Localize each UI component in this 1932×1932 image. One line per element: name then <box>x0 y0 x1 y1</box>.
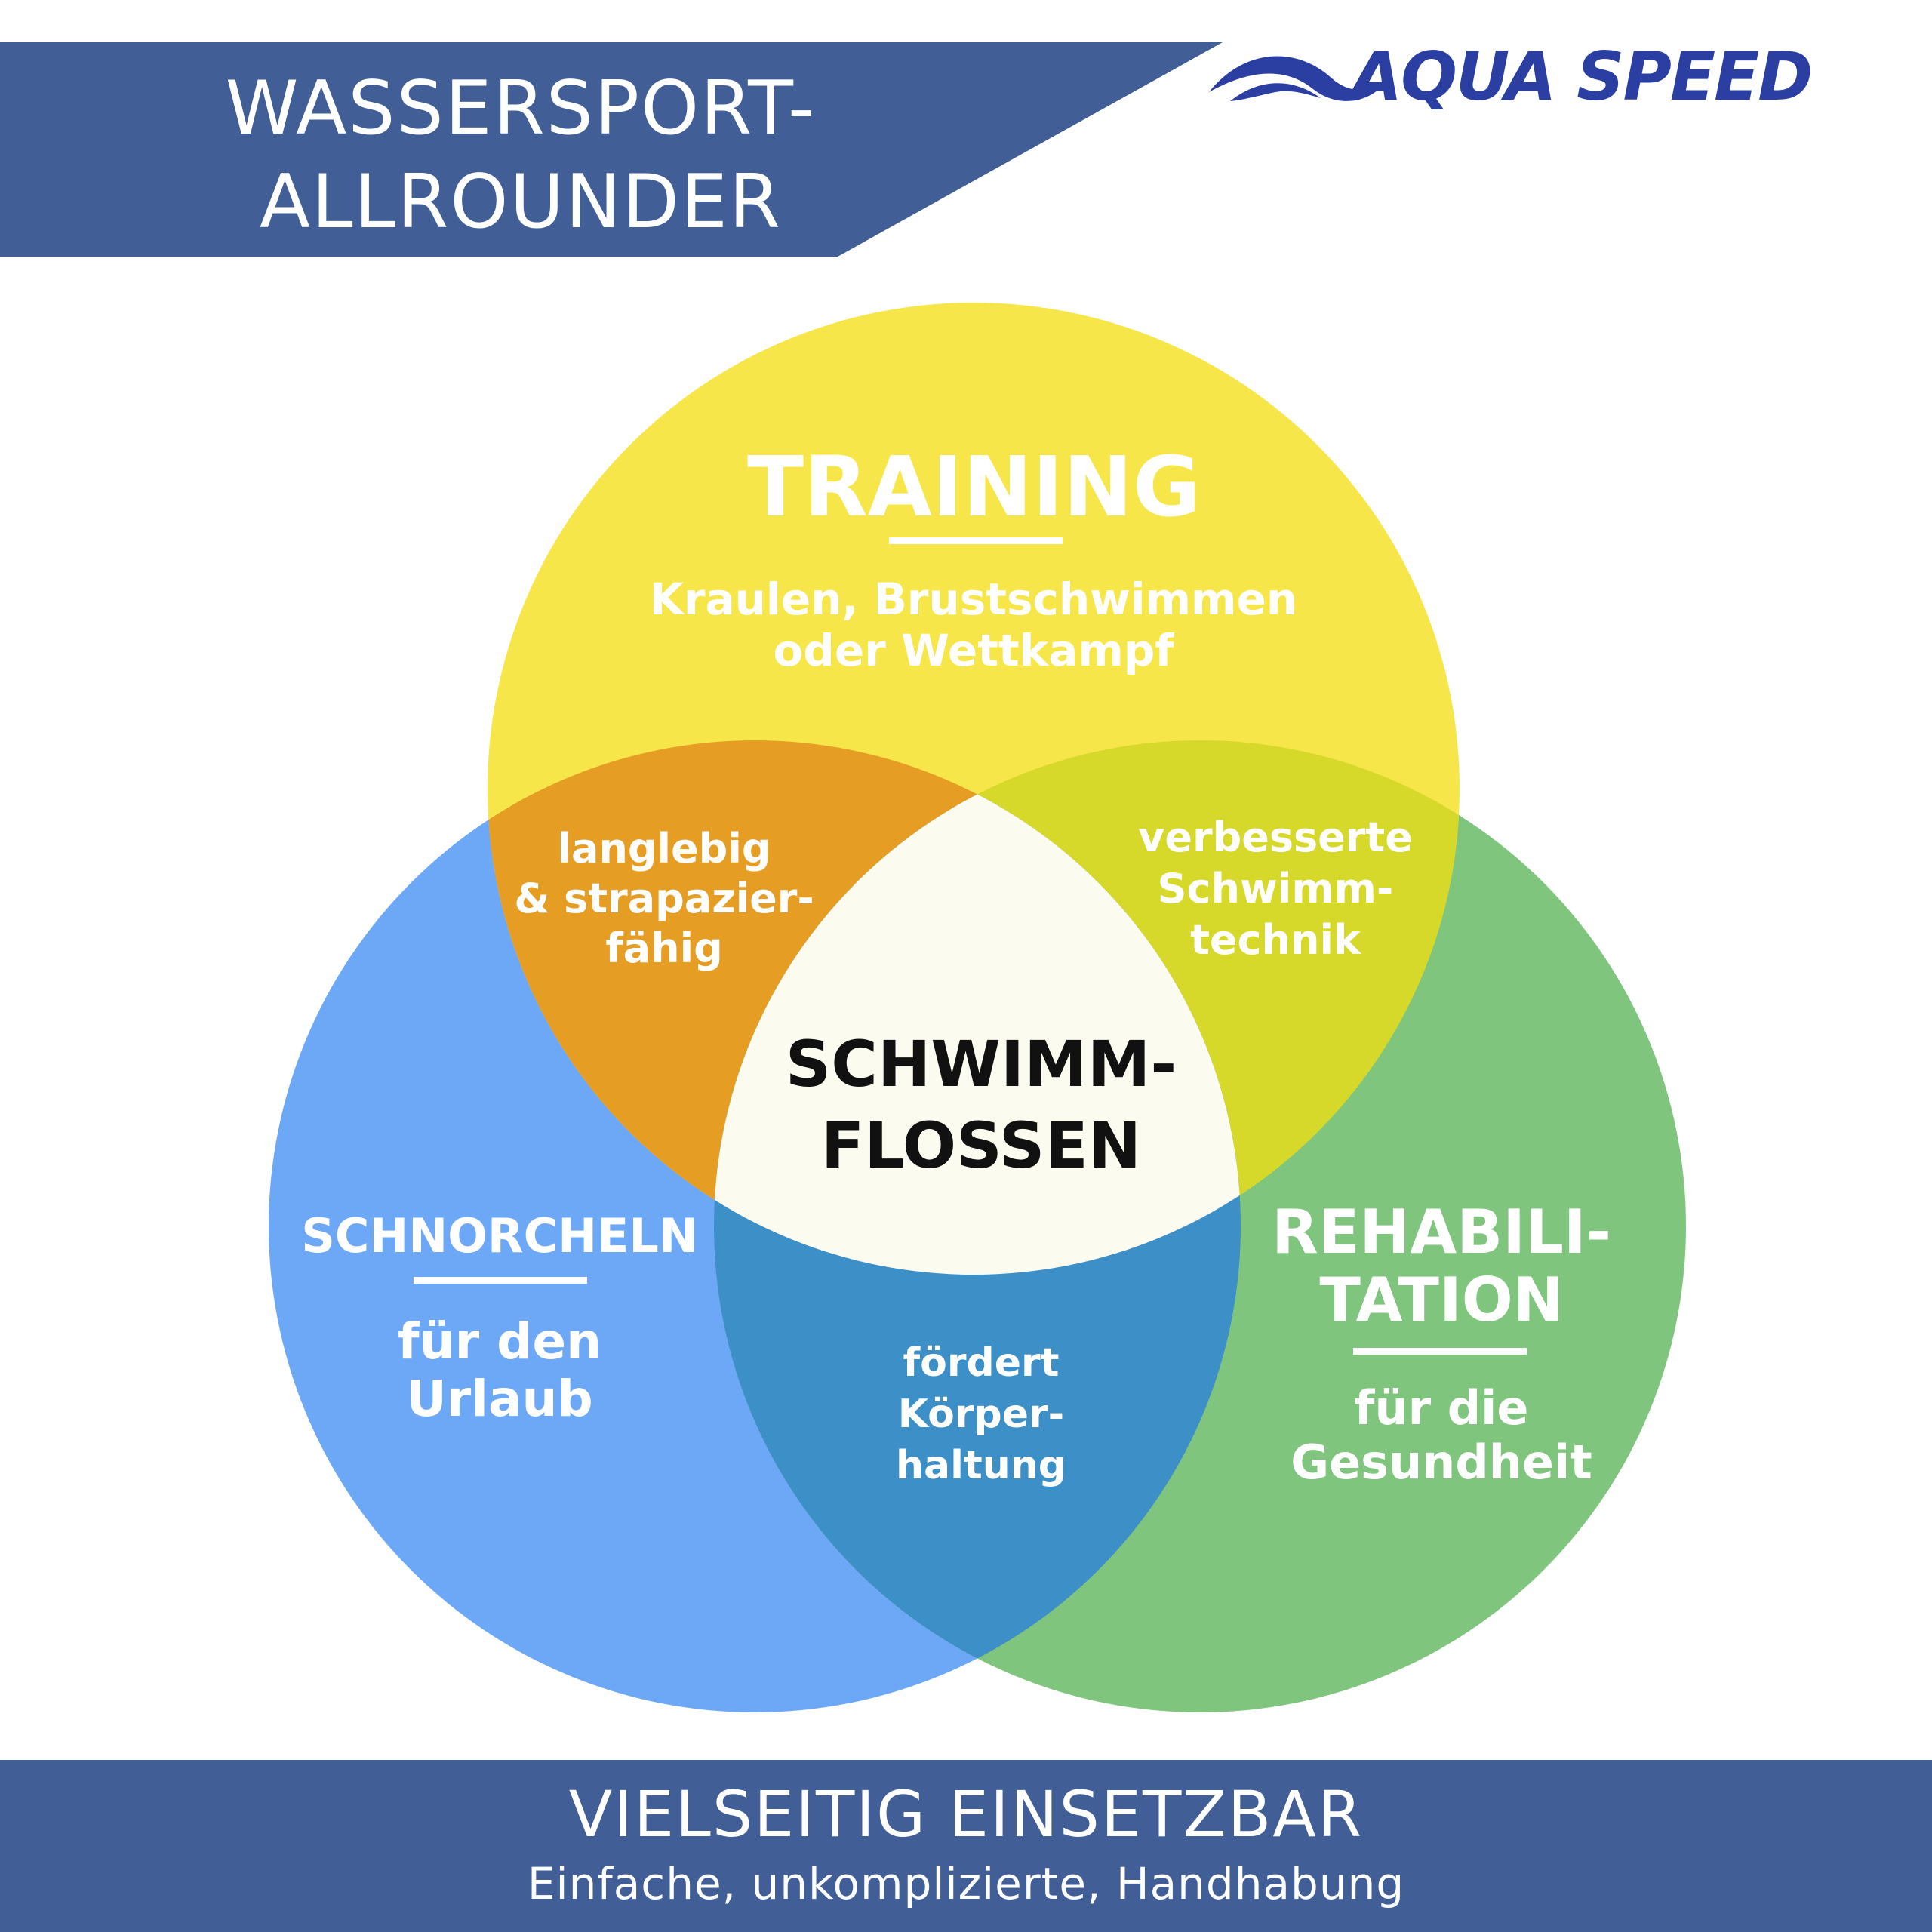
page-title-line-1: WASSERSPORT- <box>225 66 817 152</box>
footer-band <box>0 1760 1932 1932</box>
schnorcheln-description-line-1: für den <box>397 1312 602 1371</box>
overlap-schnorcheln-rehabilitation-line-3: haltung <box>895 1443 1067 1488</box>
overlap-training-rehabilitation-line-1: verbesserte <box>1138 814 1413 861</box>
overlap-schnorcheln-rehabilitation-line-1: fördert <box>903 1340 1060 1386</box>
header-band <box>0 42 1223 257</box>
page-title-line-2: ALLROUNDER <box>260 159 782 245</box>
brand-logo <box>1209 56 1389 101</box>
overlap-schnorcheln-rehabilitation-line-2: Körper- <box>897 1392 1065 1437</box>
overlap-training-rehabilitation-line-2: Schwimm- <box>1157 865 1394 912</box>
overlap-training-schnorcheln-line-2: & strapazier- <box>514 875 814 922</box>
center-label: SCHWIMM- FLOSSEN <box>724 1023 1238 1186</box>
rehabilitation-title: REHABILI- TATION <box>1230 1198 1653 1334</box>
training-title: TRAINING <box>747 438 1201 535</box>
center-label-line-2: FLOSSEN <box>820 1109 1142 1183</box>
overlap-schnorcheln-rehabilitation-text: fördert Körper- haltung <box>838 1337 1124 1491</box>
rehabilitation-description-line-1: für die <box>1354 1380 1529 1435</box>
footer-subtitle: Einfache, unkomplizierte, Handhabung <box>527 1858 1405 1909</box>
footer-title: VIELSEITIG EINSETZBAR <box>568 1777 1364 1851</box>
rehabilitation-underline <box>1353 1348 1527 1355</box>
training-description-line-1: Kraulen, Brustschwimmen <box>649 574 1298 625</box>
rehabilitation-title-line-1: REHABILI- <box>1272 1197 1611 1267</box>
rehabilitation-title-line-2: TATION <box>1319 1265 1564 1335</box>
overlap-training-schnorcheln-line-3: fähig <box>605 924 723 972</box>
schnorcheln-description-line-2: Urlaub <box>406 1370 593 1428</box>
wave-icon <box>1209 56 1389 101</box>
overlap-training-rehabilitation-text: verbesserte Schwimm- technik <box>1109 812 1441 966</box>
schnorcheln-description: für den Urlaub <box>326 1313 673 1428</box>
schnorcheln-title: SCHNORCHELN <box>301 1208 698 1263</box>
training-underline <box>889 537 1063 544</box>
training-description: Kraulen, Brustschwimmen oder Wettkampf <box>596 574 1351 676</box>
rehabilitation-description-line-2: Gesundheit <box>1291 1435 1592 1490</box>
overlap-training-rehabilitation-line-3: technik <box>1190 916 1361 964</box>
header-band-shape <box>0 42 1223 257</box>
brand-logo-text: AQUA SPEED <box>1351 38 1813 115</box>
page-title: WASSERSPORT- ALLROUNDER <box>181 62 860 249</box>
overlap-training-schnorcheln-text: langlebig & strapazier- fähig <box>491 824 838 974</box>
training-description-line-2: oder Wettkampf <box>773 625 1174 676</box>
schnorcheln-underline <box>414 1277 587 1284</box>
rehabilitation-description: für die Gesundheit <box>1253 1381 1630 1490</box>
center-label-line-1: SCHWIMM- <box>785 1027 1177 1101</box>
overlap-training-schnorcheln-line-1: langlebig <box>557 825 771 872</box>
